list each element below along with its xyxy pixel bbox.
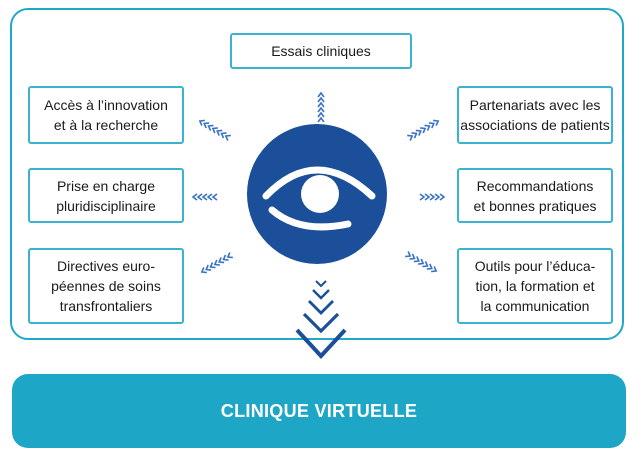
node-label: Directives euro- péennes de soins transf…: [51, 258, 161, 314]
arrow-to-banner: [295, 280, 347, 359]
node-label: Recommandations et bonnes pratiques: [473, 177, 597, 214]
node-partenariats: Partenariats avec les associations de pa…: [457, 86, 613, 144]
banner-clinique-virtuelle: CLINIQUE VIRTUELLE: [12, 374, 626, 448]
node-label: Partenariats avec les associations de pa…: [460, 97, 610, 133]
banner-label: CLINIQUE VIRTUELLE: [220, 400, 418, 421]
arrow-to-left-top: [197, 117, 232, 142]
node-outils-education: Outils pour l’éduca- tion, la formation …: [457, 248, 613, 324]
node-label: Outils pour l’éduca- tion, la formation …: [474, 258, 596, 314]
node-label: Accès à l’innovation et à la recherche: [44, 97, 168, 133]
node-label: Essais cliniques: [271, 43, 371, 59]
node-prise-en-charge: Prise en charge pluridisciplinaire: [28, 168, 184, 223]
arrow-to-left-bottom: [199, 251, 234, 276]
node-label: Prise en charge pluridisciplinaire: [56, 177, 156, 214]
node-acces-innovation: Accès à l’innovation et à la recherche: [28, 86, 184, 144]
arrow-to-right-top: [406, 117, 441, 142]
eye-icon: [247, 124, 387, 264]
arrow-to-left-mid: [192, 193, 218, 201]
node-recommandations: Recommandations et bonnes pratiques: [457, 168, 613, 223]
arrow-to-right-mid: [419, 193, 445, 201]
arrow-to-top: [317, 92, 325, 123]
arrow-to-right-bottom: [404, 250, 439, 275]
node-directives-europeennes: Directives euro- péennes de soins transf…: [28, 248, 184, 324]
node-essais-cliniques: Essais cliniques: [230, 33, 412, 69]
